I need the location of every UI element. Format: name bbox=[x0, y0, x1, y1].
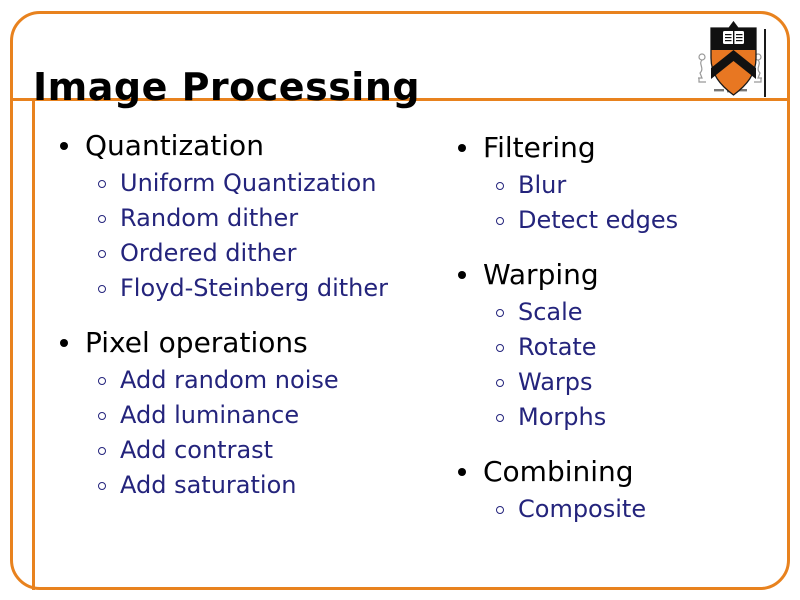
list-item: Random dither bbox=[98, 200, 440, 235]
section-heading: Filtering bbox=[458, 127, 800, 167]
list-item-label: Blur bbox=[518, 170, 567, 199]
section-heading: Quantization bbox=[60, 125, 440, 165]
list-item: Floyd-Steinberg dither bbox=[98, 270, 440, 305]
bullet-icon bbox=[458, 466, 483, 476]
circle-bullet-icon bbox=[98, 283, 120, 293]
circle-bullet-icon bbox=[496, 307, 518, 317]
section-heading: Warping bbox=[458, 254, 800, 294]
list-item: Uniform Quantization bbox=[98, 165, 440, 200]
list-item-label: Floyd-Steinberg dither bbox=[120, 273, 389, 302]
content-left-rule bbox=[32, 98, 35, 590]
slide-border-frame bbox=[10, 11, 790, 590]
bullet-icon bbox=[60, 337, 85, 347]
list-item: Blur bbox=[496, 167, 800, 202]
princeton-shield-icon bbox=[698, 20, 762, 96]
section-combining: Combining Composite bbox=[458, 451, 800, 526]
list-item-label: Warps bbox=[518, 367, 593, 396]
list-item-label: Scale bbox=[518, 297, 583, 326]
list-item-label: Detect edges bbox=[518, 205, 679, 234]
circle-bullet-icon bbox=[496, 180, 518, 190]
section-filtering: Filtering Blur Detect edges bbox=[458, 127, 800, 237]
circle-bullet-icon bbox=[98, 410, 120, 420]
right-column: Filtering Blur Detect edges Warping Scal… bbox=[458, 127, 800, 526]
list-item-label: Add saturation bbox=[120, 470, 297, 499]
list-item: Ordered dither bbox=[98, 235, 440, 270]
list-item: Add saturation bbox=[98, 467, 440, 502]
bullet-icon bbox=[458, 142, 483, 152]
list-item-label: Ordered dither bbox=[120, 238, 297, 267]
section-heading: Pixel operations bbox=[60, 322, 440, 362]
list-item: Add luminance bbox=[98, 397, 440, 432]
circle-bullet-icon bbox=[496, 504, 518, 514]
list-item: Scale bbox=[496, 294, 800, 329]
section-pixel-operations: Pixel operations Add random noise Add lu… bbox=[60, 322, 440, 502]
list-item: Add random noise bbox=[98, 362, 440, 397]
circle-bullet-icon bbox=[98, 213, 120, 223]
section-quantization: Quantization Uniform Quantization Random… bbox=[60, 125, 440, 305]
section-heading-label: Combining bbox=[483, 454, 634, 488]
list-item-label: Rotate bbox=[518, 332, 597, 361]
section-heading-label: Warping bbox=[483, 257, 599, 291]
list-item: Add contrast bbox=[98, 432, 440, 467]
list-item: Morphs bbox=[496, 399, 800, 434]
list-item: Composite bbox=[496, 491, 800, 526]
list-item-label: Add random noise bbox=[120, 365, 339, 394]
circle-bullet-icon bbox=[98, 480, 120, 490]
list-item-label: Add contrast bbox=[120, 435, 274, 464]
section-heading: Combining bbox=[458, 451, 800, 491]
title-rule bbox=[10, 98, 790, 101]
left-column: Quantization Uniform Quantization Random… bbox=[60, 125, 440, 502]
list-item: Detect edges bbox=[496, 202, 800, 237]
list-item: Warps bbox=[496, 364, 800, 399]
circle-bullet-icon bbox=[98, 445, 120, 455]
circle-bullet-icon bbox=[496, 215, 518, 225]
circle-bullet-icon bbox=[496, 412, 518, 422]
list-item-label: Morphs bbox=[518, 402, 607, 431]
logo-divider-line bbox=[764, 29, 766, 97]
circle-bullet-icon bbox=[496, 342, 518, 352]
circle-bullet-icon bbox=[98, 375, 120, 385]
list-item-label: Uniform Quantization bbox=[120, 168, 377, 197]
circle-bullet-icon bbox=[98, 248, 120, 258]
section-heading-label: Pixel operations bbox=[85, 325, 308, 359]
list-item-label: Random dither bbox=[120, 203, 299, 232]
circle-bullet-icon bbox=[98, 178, 120, 188]
section-heading-label: Quantization bbox=[85, 128, 264, 162]
slide-title: Image Processing bbox=[33, 65, 421, 110]
list-item: Rotate bbox=[496, 329, 800, 364]
section-heading-label: Filtering bbox=[483, 130, 596, 164]
bullet-icon bbox=[60, 140, 85, 150]
circle-bullet-icon bbox=[496, 377, 518, 387]
list-item-label: Composite bbox=[518, 494, 647, 523]
bullet-icon bbox=[458, 269, 483, 279]
section-warping: Warping Scale Rotate Warps Morphs bbox=[458, 254, 800, 434]
list-item-label: Add luminance bbox=[120, 400, 300, 429]
